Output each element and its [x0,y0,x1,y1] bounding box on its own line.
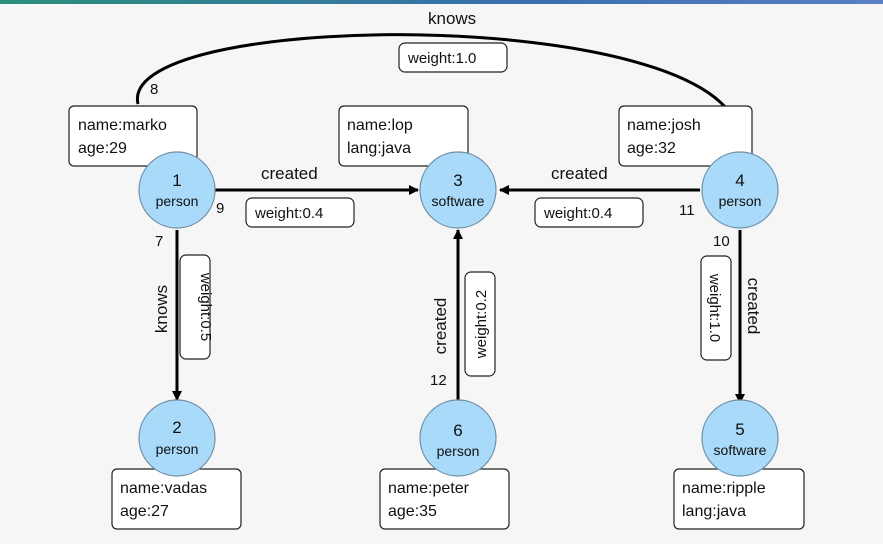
vertex-4-properties: name:josh age:32 [618,105,753,167]
weight-text: weight:1.0 [407,50,476,67]
edge-10-id: 10 [713,233,730,250]
vertex-1-properties: name:marko age:29 [68,105,198,167]
vertex-6-properties: name:peter age:35 [379,468,510,530]
weight-text: weight:0.2 [473,290,490,359]
vertex-label: person [437,443,480,459]
weight-text: weight:0.4 [254,205,323,222]
prop-line: name:josh [627,117,701,134]
vertex-id: 6 [453,421,462,440]
vertex-id: 4 [735,171,744,190]
vertex-id: 5 [735,420,744,439]
prop-line: name:marko [78,117,167,134]
prop-line: age:32 [627,140,676,157]
edge-10-label: created [744,278,763,335]
vertex-3-properties: name:lop lang:java [338,105,469,167]
edge-8-label: knows [428,9,476,28]
prop-line: name:vadas [120,480,207,497]
vertex-3[interactable]: 3 software [419,151,497,229]
edge-11-weight: weight:0.4 [534,197,644,228]
edge-11-id: 11 [679,202,695,219]
prop-line: age:29 [78,140,127,157]
edge-8-weight: weight:1.0 [398,42,508,73]
vertex-label: person [719,193,762,209]
vertex-6[interactable]: 6 person [419,399,497,477]
vertex-id: 2 [172,418,181,437]
vertex-5-properties: name:ripple lang:java [673,468,805,530]
edge-7-label: knows [152,285,171,333]
vertex-label: person [156,441,199,457]
vertex-4[interactable]: 4 person [701,151,779,229]
edge-11-label: created [551,164,608,183]
prop-line: name:lop [347,117,413,134]
top-accent-bar [0,0,883,4]
edge-9-label: created [261,164,318,183]
prop-line: name:ripple [682,480,766,497]
edge-9-weight: weight:0.4 [245,197,355,228]
prop-line: age:27 [120,503,169,520]
vertex-label: software [432,193,485,209]
edge-9-id: 9 [216,200,224,217]
weight-text: weight:0.5 [197,272,214,341]
vertex-label: software [714,442,767,458]
vertex-id: 3 [453,171,462,190]
edge-8-id: 8 [150,81,158,98]
vertex-1[interactable]: 1 person [138,151,216,229]
weight-text: weight:1.0 [706,273,723,342]
edge-12-weight: weight:0.2 [464,271,496,377]
edge-12-id: 12 [430,372,447,389]
vertex-2[interactable]: 2 person [138,399,216,477]
edge-7-id: 7 [155,233,163,250]
edge-7-weight: weight:0.5 [179,254,214,360]
vertex-2-properties: name:vadas age:27 [111,468,242,530]
edge-10-weight: weight:1.0 [700,255,732,361]
edge-8-knows[interactable] [136,33,745,151]
vertex-id: 1 [172,171,181,190]
vertex-5[interactable]: 5 software [701,399,779,477]
prop-line: lang:java [682,503,746,520]
edge-12-label: created [431,298,450,355]
prop-line: age:35 [388,503,437,520]
weight-text: weight:0.4 [543,205,612,222]
prop-line: lang:java [347,140,411,157]
vertex-label: person [156,193,199,209]
prop-line: name:peter [388,480,470,497]
